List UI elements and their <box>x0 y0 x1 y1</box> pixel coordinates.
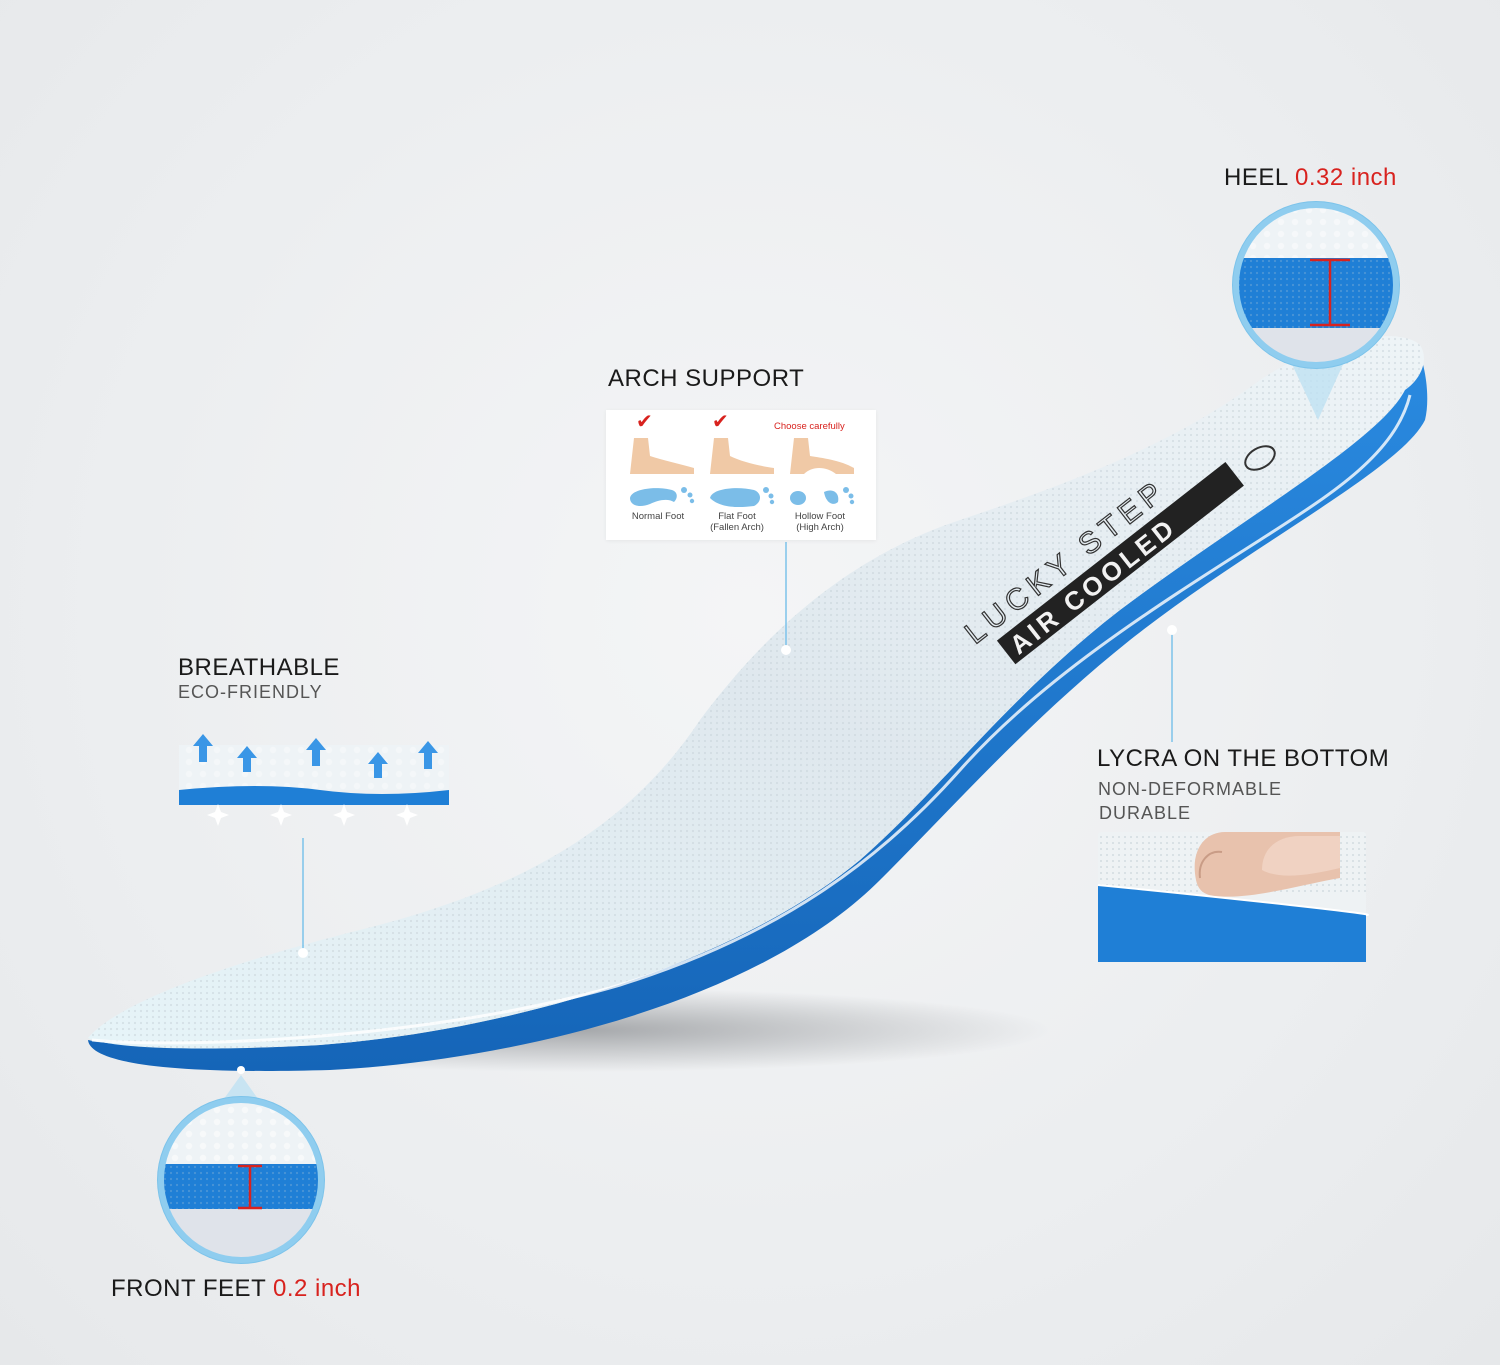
arch-support-title: ARCH SUPPORT <box>608 365 805 392</box>
connector-lines <box>302 542 1173 950</box>
heel-title: HEEL <box>1224 164 1288 191</box>
heel-label: HEEL 0.32 inch <box>1224 164 1397 192</box>
front-thickness-marker-icon <box>238 1164 262 1210</box>
heel-thickness-marker-icon <box>1310 258 1350 327</box>
lycra-line-durable: DURABLE <box>1099 803 1192 823</box>
breathable-diagram <box>179 734 449 826</box>
normal-footprint-icon <box>630 487 695 506</box>
lycra-title: LYCRA ON THE BOTTOM <box>1097 745 1390 772</box>
flat-footprint-icon <box>710 487 775 508</box>
foot-caption-flat: Flat Foot (Fallen Arch) <box>710 511 764 533</box>
finger-press-icon <box>1194 832 1340 897</box>
lycra-diagram <box>1097 832 1369 962</box>
front-feet-value: 0.2 inch <box>272 1275 362 1302</box>
breathable-title: BREATHABLE <box>178 654 340 681</box>
hollow-footprint-icon <box>790 487 855 505</box>
airflow-up-arrows-icon <box>193 734 438 778</box>
size-marker-icon <box>1244 445 1276 471</box>
front-feet-label: FRONT FEET 0.2 inch <box>111 1275 361 1303</box>
checkmark-icon: ✔ <box>712 411 729 433</box>
foot-caption-normal: Normal Foot <box>631 511 685 522</box>
airflow-bottom-sparkle-icon <box>207 804 418 826</box>
heel-callout <box>1232 201 1400 420</box>
checkmark-icon: ✔ <box>636 411 653 433</box>
breathable-subtitle: ECO-FRIENDLY <box>178 682 323 702</box>
heel-value: 0.32 inch <box>1294 164 1397 191</box>
hollow-foot-side-icon <box>790 438 854 474</box>
normal-foot-side-icon <box>630 438 694 474</box>
lycra-line-non-deformable: NON-DEFORMABLE <box>1098 779 1283 799</box>
flat-foot-side-icon <box>710 438 774 474</box>
choose-carefully-note: Choose carefully <box>774 421 845 432</box>
front-callout <box>157 1066 325 1264</box>
foot-caption-hollow: Hollow Foot (High Arch) <box>794 511 846 533</box>
front-feet-title: FRONT FEET <box>111 1275 266 1302</box>
arch-foot-type-card: Choose carefully ✔ ✔ Normal Foot Flat Fo… <box>606 410 876 540</box>
